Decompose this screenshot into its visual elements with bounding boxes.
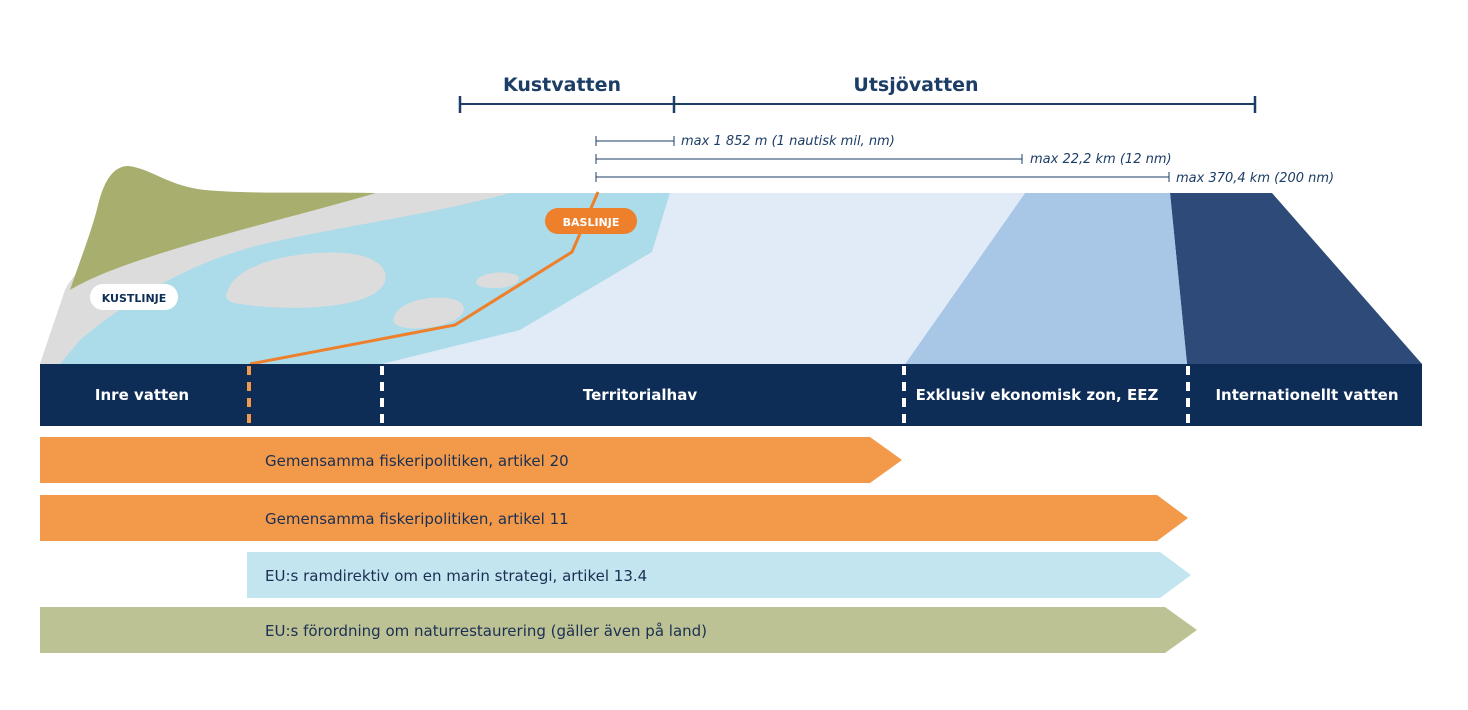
offshore-water-bracket: Utsjövatten <box>672 74 1257 113</box>
policy-arrow-msfd-article-13-4: EU:s ramdirektiv om en marin strategi, a… <box>247 552 1191 598</box>
distance-12nm-label: max 22,2 km (12 nm) <box>1030 152 1172 167</box>
zone-eez: Exklusiv ekonomisk zon, EEZ <box>916 386 1159 404</box>
international-water-area <box>1170 193 1422 364</box>
zone-international-water: Internationellt vatten <box>1215 386 1398 404</box>
offshore-water-label: Utsjövatten <box>853 74 978 96</box>
coastal-water-bracket: Kustvatten <box>458 74 674 113</box>
zone-territorial-sea: Territorialhav <box>583 386 697 404</box>
distance-200nm-label: max 370,4 km (200 nm) <box>1176 171 1334 186</box>
policy-cfp-article-11-label: Gemensamma fiskeripolitiken, artikel 11 <box>265 510 569 528</box>
island <box>226 252 386 308</box>
coastline-tag: KUSTLINJE <box>90 284 178 310</box>
island <box>393 297 464 329</box>
baseline-tag: BASLINJE <box>545 208 637 234</box>
policy-nature-restoration-label: EU:s förordning om naturrestaurering (gä… <box>265 622 707 640</box>
distance-1nm-label: max 1 852 m (1 nautisk mil, nm) <box>681 134 895 149</box>
coastal-water-label: Kustvatten <box>503 74 621 96</box>
policy-cfp-article-20-label: Gemensamma fiskeripolitiken, artikel 20 <box>265 452 569 470</box>
zone-band <box>40 364 1422 426</box>
policy-arrow-nature-restoration: EU:s förordning om naturrestaurering (gä… <box>40 607 1197 653</box>
land-area <box>70 166 376 290</box>
baseline-label: BASLINJE <box>563 216 620 229</box>
policy-arrow-cfp-article-11: Gemensamma fiskeripolitiken, artikel 11 <box>40 495 1188 541</box>
distance-1nm: max 1 852 m (1 nautisk mil, nm) <box>595 134 895 149</box>
zone-inner-water: Inre vatten <box>95 386 189 404</box>
island <box>476 272 519 288</box>
distance-12nm: max 22,2 km (12 nm) <box>595 152 1172 167</box>
distance-200nm: max 370,4 km (200 nm) <box>595 171 1334 186</box>
policy-arrow-cfp-article-20: Gemensamma fiskeripolitiken, artikel 20 <box>40 437 902 483</box>
coastline-label: KUSTLINJE <box>102 292 167 305</box>
eez-area <box>905 193 1187 364</box>
policy-msfd-label: EU:s ramdirektiv om en marin strategi, a… <box>265 567 647 585</box>
territorial-sea-area <box>382 193 1025 364</box>
